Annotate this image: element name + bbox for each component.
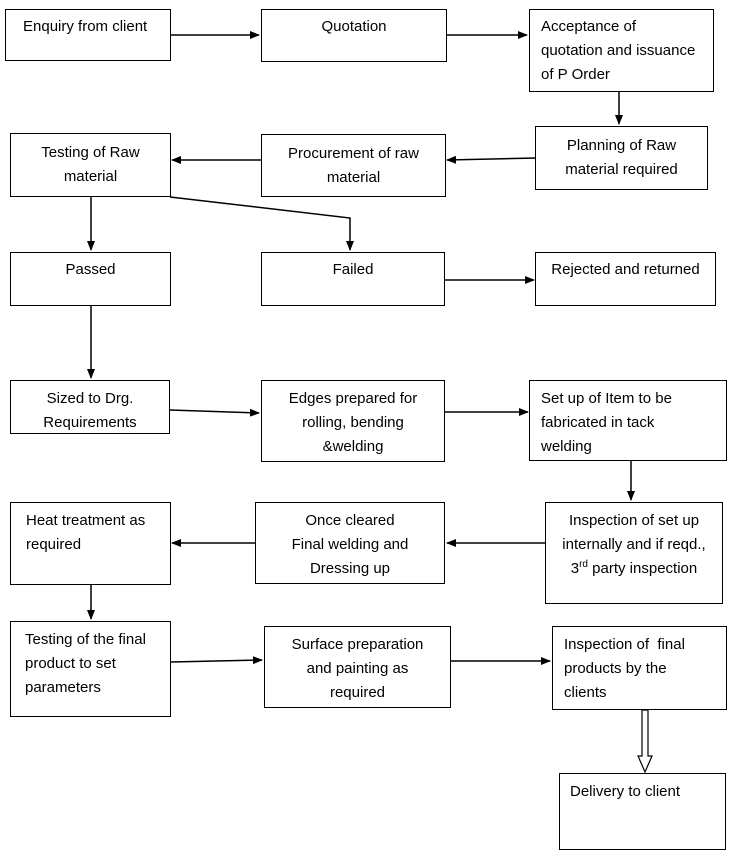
node-failed: Failed [261, 252, 445, 306]
node-once-cleared-line-2: Final welding and [291, 536, 409, 553]
node-edges-line-1: Edges prepared for [288, 390, 418, 407]
node-surface-line-2: and painting as [306, 660, 409, 677]
ordinal-suffix: rd [579, 559, 588, 570]
node-planning-line-1: Planning of Raw [566, 137, 677, 154]
node-failed-label: Failed [332, 261, 374, 278]
node-inspection-setup-line-1: Inspection of set up [568, 512, 700, 529]
node-sized-line-1: Sized to Drg. [46, 390, 134, 407]
node-acceptance: Acceptance of quotation and issuance of … [529, 9, 714, 92]
node-planning-line-2: material required [565, 161, 678, 178]
node-edges: Edges prepared for rolling, bending &wel… [261, 380, 445, 462]
node-heat-line-2: required [26, 536, 82, 553]
node-acceptance-line-2: quotation and issuance [541, 42, 696, 59]
node-once-cleared-line-1: Once cleared [305, 512, 395, 529]
node-once-cleared: Once cleared Final welding and Dressing … [255, 502, 445, 584]
node-sized-line-2: Requirements [43, 414, 137, 431]
node-surface-line-1: Surface preparation [291, 636, 424, 653]
node-procurement: Procurement of raw material [261, 134, 446, 197]
node-once-cleared-line-3: Dressing up [309, 560, 391, 577]
node-inspection-setup-line-2: internally and if reqd., [562, 536, 706, 553]
node-edges-line-3: &welding [322, 438, 384, 455]
arrow-sized-to-edges [169, 408, 260, 417]
node-heat-line-1: Heat treatment as [26, 512, 146, 529]
node-setup-line-1: Set up of Item to be [541, 390, 672, 407]
node-setup-line-2: fabricated in tack [541, 414, 655, 431]
node-setup-line-3: welding [541, 438, 592, 455]
node-inspection-final-line-2: products by the [564, 660, 667, 677]
node-surface-line-3: required [329, 684, 386, 701]
node-inspection-final: Inspection of final products by the clie… [552, 626, 727, 710]
node-inspection-setup-line-3: 3rd party inspection [546, 557, 722, 581]
node-passed-label: Passed [65, 261, 116, 278]
node-inspection-final-line-3: clients [564, 684, 607, 701]
node-rejected-label: Rejected and returned [551, 261, 700, 278]
arrow-planning-to-procurement [446, 155, 536, 164]
node-inspection-final-line-1: Inspection of final [564, 636, 685, 653]
node-acceptance-line-3: of P Order [541, 66, 610, 83]
node-heat: Heat treatment as required [10, 502, 171, 585]
node-delivery: Delivery to client [559, 773, 726, 850]
node-inspection-setup: Inspection of set up internally and if r… [545, 502, 723, 604]
node-testing-final-line-3: parameters [25, 679, 101, 696]
ordinal-number: 3 [570, 560, 580, 577]
node-enquiry-label: Enquiry from client [23, 18, 148, 35]
node-rejected: Rejected and returned [535, 252, 716, 306]
node-passed: Passed [10, 252, 171, 306]
arrow-testing-final-to-surface [170, 656, 263, 665]
node-quotation-label: Quotation [321, 18, 387, 35]
node-testing-final: Testing of the final product to set para… [10, 621, 171, 717]
node-testing-raw-line-2: material [63, 168, 118, 185]
node-surface: Surface preparation and painting as requ… [264, 626, 451, 708]
node-testing-final-line-1: Testing of the final [25, 631, 146, 648]
node-enquiry: Enquiry from client [5, 9, 171, 61]
node-procurement-line-2: material [326, 169, 381, 186]
node-testing-final-line-2: product to set [25, 655, 116, 672]
node-testing-raw: Testing of Raw material [10, 133, 171, 197]
node-setup: Set up of Item to be fabricated in tack … [529, 380, 727, 461]
node-quotation: Quotation [261, 9, 447, 62]
hollow-arrow-inspection-final-to-delivery [637, 709, 653, 774]
inspection-setup-line-3-rest: party inspection [588, 560, 698, 577]
node-planning: Planning of Raw material required [535, 126, 708, 190]
node-edges-line-2: rolling, bending [302, 414, 404, 431]
node-procurement-line-1: Procurement of raw [288, 145, 419, 162]
arrow-testing-raw-to-failed [169, 196, 354, 251]
node-sized: Sized to Drg. Requirements [10, 380, 170, 434]
node-acceptance-line-1: Acceptance of [541, 18, 637, 35]
node-delivery-label: Delivery to client [570, 783, 681, 800]
node-testing-raw-line-1: Testing of Raw [41, 144, 140, 161]
